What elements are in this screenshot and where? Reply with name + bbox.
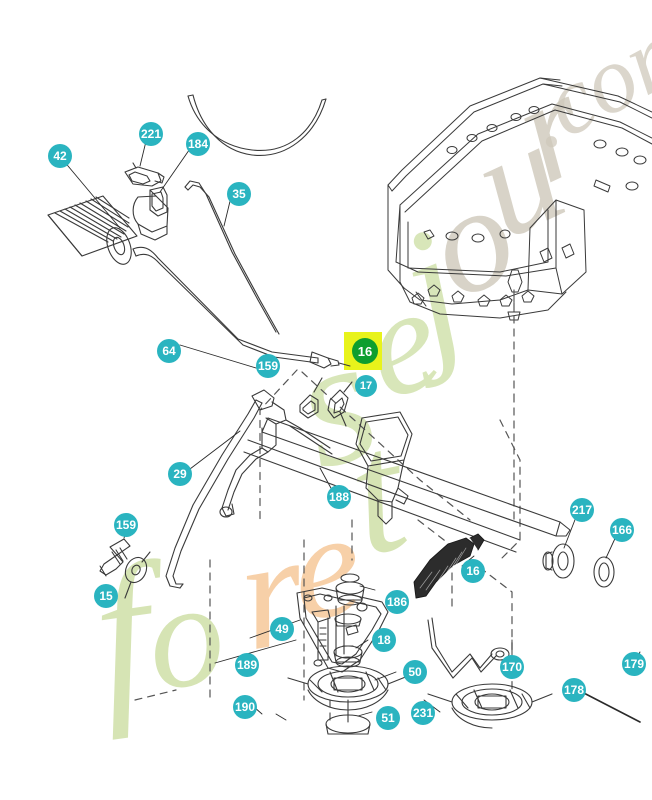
callout-badge-221[interactable]: 221 <box>139 122 163 146</box>
pulley-assembly-left <box>287 665 409 735</box>
spacer-cups <box>334 573 365 627</box>
callout-badge-16[interactable]: 16 <box>461 559 485 583</box>
spring-wire-231 <box>427 617 510 679</box>
callout-badge-159[interactable]: 159 <box>256 354 280 378</box>
callout-badge-64[interactable]: 64 <box>157 339 181 363</box>
callout-badge-29[interactable]: 29 <box>168 462 192 486</box>
gearbox-housing <box>355 411 413 525</box>
spacer-washer-18 <box>333 645 363 668</box>
control-rod-29 <box>165 399 263 589</box>
main-axle-shaft <box>261 417 571 537</box>
callout-badge-231[interactable]: 231 <box>411 701 435 725</box>
callout-badge-15[interactable]: 15 <box>94 584 118 608</box>
hatched-bracket-part <box>413 533 485 599</box>
callout-badge-35[interactable]: 35 <box>227 182 251 206</box>
pulley-bracket-arm <box>296 587 389 673</box>
secondary-shaft <box>243 439 521 553</box>
callout-badge-186[interactable]: 186 <box>385 590 409 614</box>
callout-badge-170[interactable]: 170 <box>500 655 524 679</box>
assembly-dash-lines <box>134 289 521 721</box>
drive-belt-part <box>187 94 327 156</box>
callout-badge-184[interactable]: 184 <box>186 132 210 156</box>
callout-badge-178[interactable]: 178 <box>562 678 586 702</box>
callout-badge-189[interactable]: 189 <box>235 653 259 677</box>
handle-bar-64 <box>132 246 319 364</box>
callout-badge-217[interactable]: 217 <box>570 498 594 522</box>
pulley-assembly-right <box>427 683 553 729</box>
callout-badge-188[interactable]: 188 <box>327 485 351 509</box>
callout-badge-51[interactable]: 51 <box>376 706 400 730</box>
cable-housing-part <box>132 186 169 241</box>
chassis-frame-assembly <box>387 77 652 321</box>
cable-end-fitting-159 <box>309 351 351 369</box>
callout-badge-179[interactable]: 179 <box>622 652 646 676</box>
bolt-and-washer-parts <box>99 538 151 599</box>
callout-badge-166[interactable]: 166 <box>610 518 634 542</box>
pedal-linkage-assembly <box>219 377 353 518</box>
callout-badge-42[interactable]: 42 <box>48 144 72 168</box>
callout-badge-17[interactable]: 17 <box>355 375 377 397</box>
latch-clip-part <box>124 162 165 187</box>
callout-badge-159[interactable]: 159 <box>114 513 138 537</box>
callout-badge-16[interactable]: 16 <box>352 338 378 364</box>
bearing-and-seal <box>542 543 615 588</box>
callout-badge-18[interactable]: 18 <box>372 628 396 652</box>
callout-badge-50[interactable]: 50 <box>403 660 427 684</box>
control-rod-35 <box>184 180 280 335</box>
handle-grip-part <box>47 195 138 265</box>
callout-badge-49[interactable]: 49 <box>270 617 294 641</box>
callout-badge-190[interactable]: 190 <box>233 695 257 719</box>
